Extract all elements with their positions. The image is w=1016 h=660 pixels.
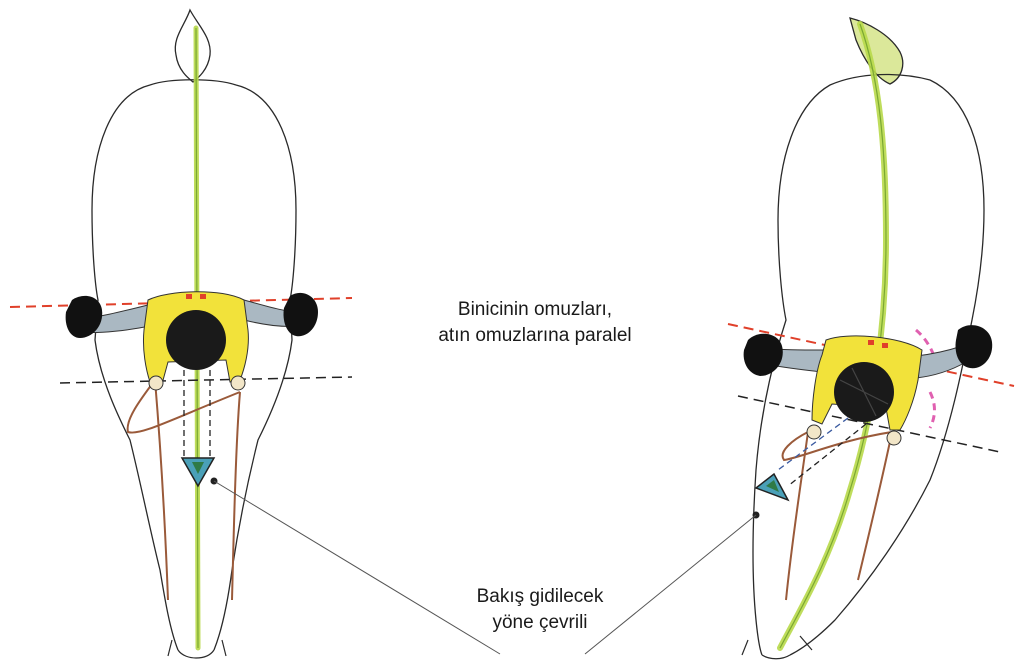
- right-gaze-marker: [756, 474, 788, 500]
- right-rider-glove-left: [744, 334, 783, 376]
- right-horse-head: [742, 636, 812, 659]
- gaze-annotation-line2: yöne çevrili: [425, 610, 655, 636]
- shoulders-annotation-line1: Binicinin omuzları,: [395, 297, 675, 323]
- gaze-annotation: Bakış gidilecek yöne çevrili: [425, 584, 655, 636]
- right-horse-figure: [728, 18, 1014, 659]
- left-gaze-marker: [182, 458, 214, 486]
- right-rider-glove-right: [956, 325, 993, 368]
- shoulders-annotation-line2: atın omuzlarına paralel: [395, 323, 675, 349]
- shoulders-annotation: Binicinin omuzları, atın omuzlarına para…: [395, 297, 675, 349]
- left-rider-glove-right: [284, 293, 319, 336]
- gaze-annotation-line1: Bakış gidilecek: [425, 584, 655, 610]
- left-rider-helmet: [166, 310, 226, 370]
- right-reins: [783, 432, 892, 600]
- right-pink-marks: [916, 330, 938, 428]
- left-horse-figure: [10, 10, 352, 658]
- left-horse-tail: [175, 10, 210, 82]
